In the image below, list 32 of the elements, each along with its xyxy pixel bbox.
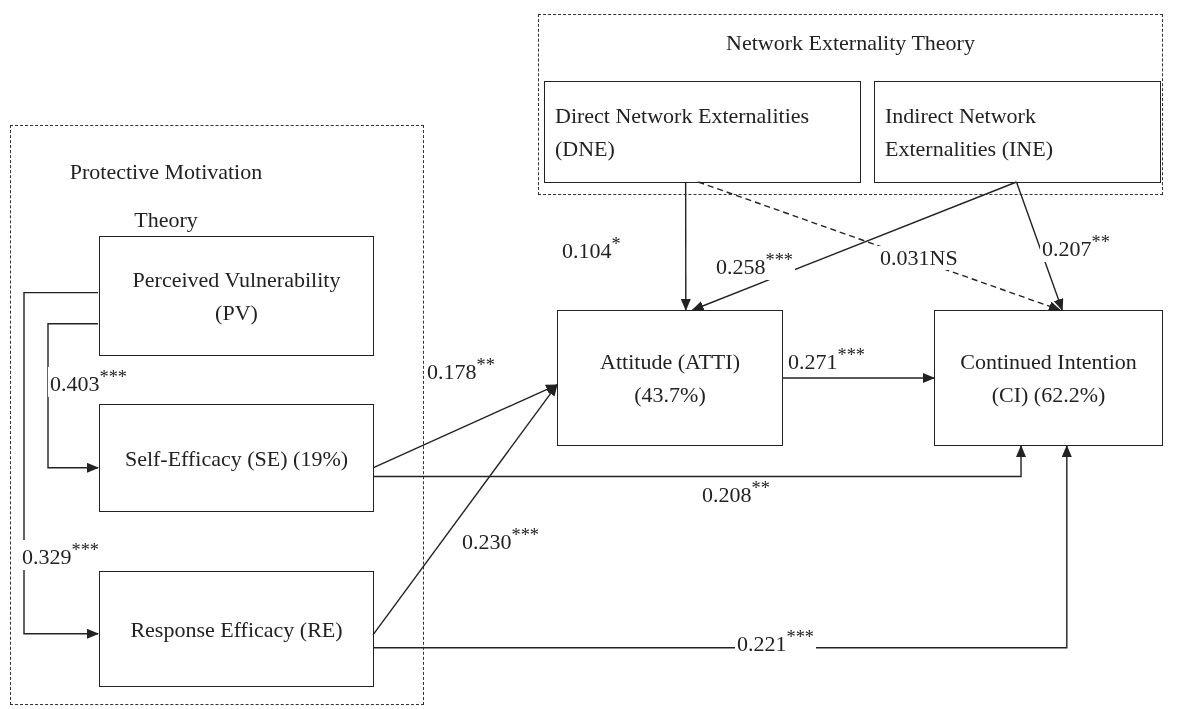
- edge-label: 0.329$^{***}$: [20, 540, 101, 570]
- group-title: Protective Motivation Theory: [68, 158, 264, 235]
- construct-box: [544, 81, 861, 183]
- edge-label: 0.258$^{***}$: [714, 250, 795, 280]
- edge-label: 0.207$^{**}$: [1040, 232, 1112, 262]
- construct-box: [99, 404, 374, 512]
- construct-box: [874, 81, 1161, 183]
- arrow: [23, 291, 99, 639]
- arrow: [372, 384, 558, 636]
- arrow: [372, 445, 1072, 649]
- arrow: [680, 181, 691, 311]
- group-title: Network Externality Theory: [725, 29, 976, 57]
- theory-group-frame: [538, 14, 1163, 195]
- construct-box: [99, 236, 374, 356]
- arrow: [782, 373, 935, 383]
- edge-label: 0.031NS: [878, 246, 960, 271]
- node-text: Continued Intention (CI) (62.2%): [959, 348, 1138, 409]
- arrow: [372, 384, 558, 469]
- arrow: [47, 323, 99, 473]
- arrow: [1015, 181, 1064, 311]
- node-text: Perceived Vulnerability (PV): [131, 266, 342, 327]
- arrow: [372, 445, 1026, 478]
- construct-box: [557, 310, 783, 446]
- theory-group-frame: [10, 125, 424, 705]
- construct-box: [99, 571, 374, 687]
- node-text: Self-Efficacy (SE) (19%): [124, 444, 349, 473]
- node-text: Direct Network Externalities (DNE): [555, 102, 811, 163]
- construct-box: [934, 310, 1163, 446]
- node-text: Indirect Network Externalities (INE): [885, 102, 1054, 163]
- node-text: Response Efficacy (RE): [130, 615, 343, 644]
- edge-label: 0.403$^{***}$: [48, 367, 129, 397]
- node-text: Attitude (ATTI) (43.7%): [599, 348, 741, 409]
